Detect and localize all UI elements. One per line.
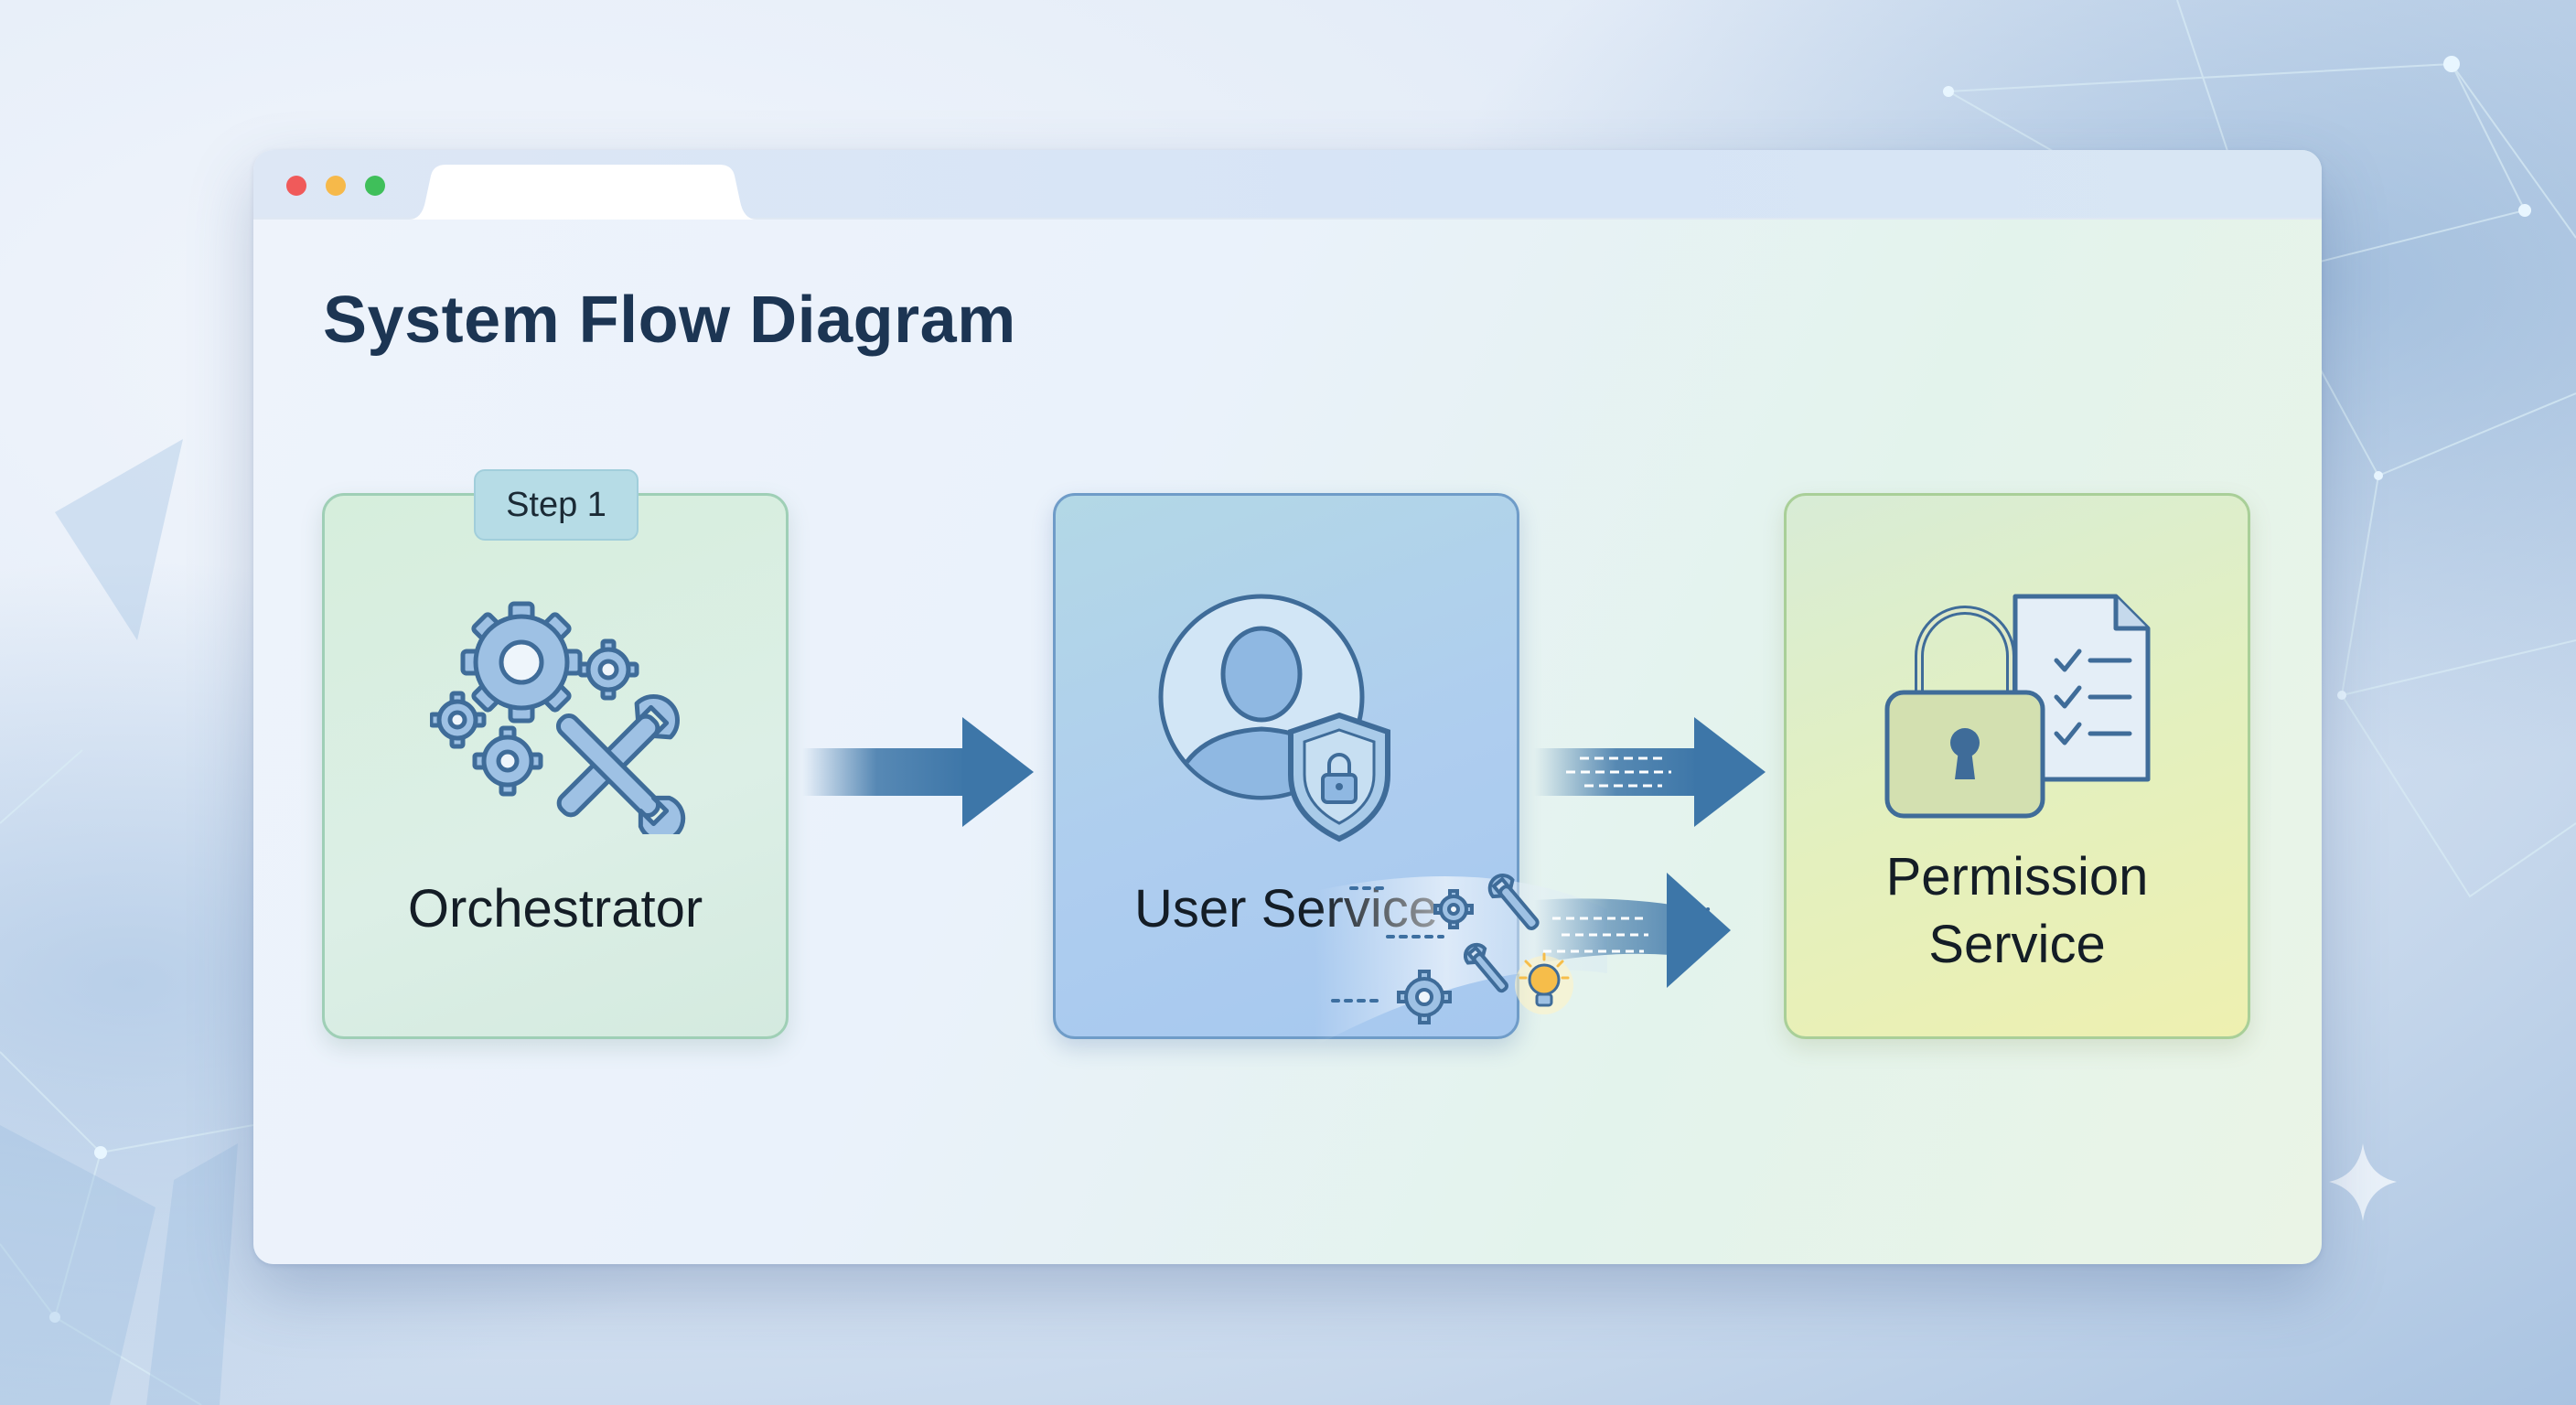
minimize-window-button[interactable] — [326, 176, 346, 196]
user-shield-icon — [1158, 594, 1390, 842]
lock-checklist-icon — [1884, 594, 2151, 819]
gears-wrench-icon — [430, 601, 686, 834]
close-window-button[interactable] — [286, 176, 306, 196]
browser-tab[interactable] — [409, 165, 757, 220]
sparkle-icon — [2329, 1143, 2397, 1221]
flow-arrow-1 — [802, 717, 1034, 827]
step-badge: Step 1 — [474, 469, 639, 541]
app-window: System Flow Diagram — [253, 150, 2322, 1264]
title-bar — [253, 150, 2322, 220]
page-title: System Flow Diagram — [323, 284, 1016, 357]
node-label: Orchestrator — [407, 879, 703, 938]
maximize-window-button[interactable] — [365, 176, 385, 196]
node-permission-service[interactable]: Permission Service — [1784, 493, 2250, 1039]
process-flow-decoration — [1315, 873, 1731, 1046]
flow-arrow-2 — [1534, 717, 1766, 827]
node-orchestrator[interactable]: Orchestrator — [322, 493, 789, 1039]
node-label: Permission Service — [1885, 847, 2149, 974]
